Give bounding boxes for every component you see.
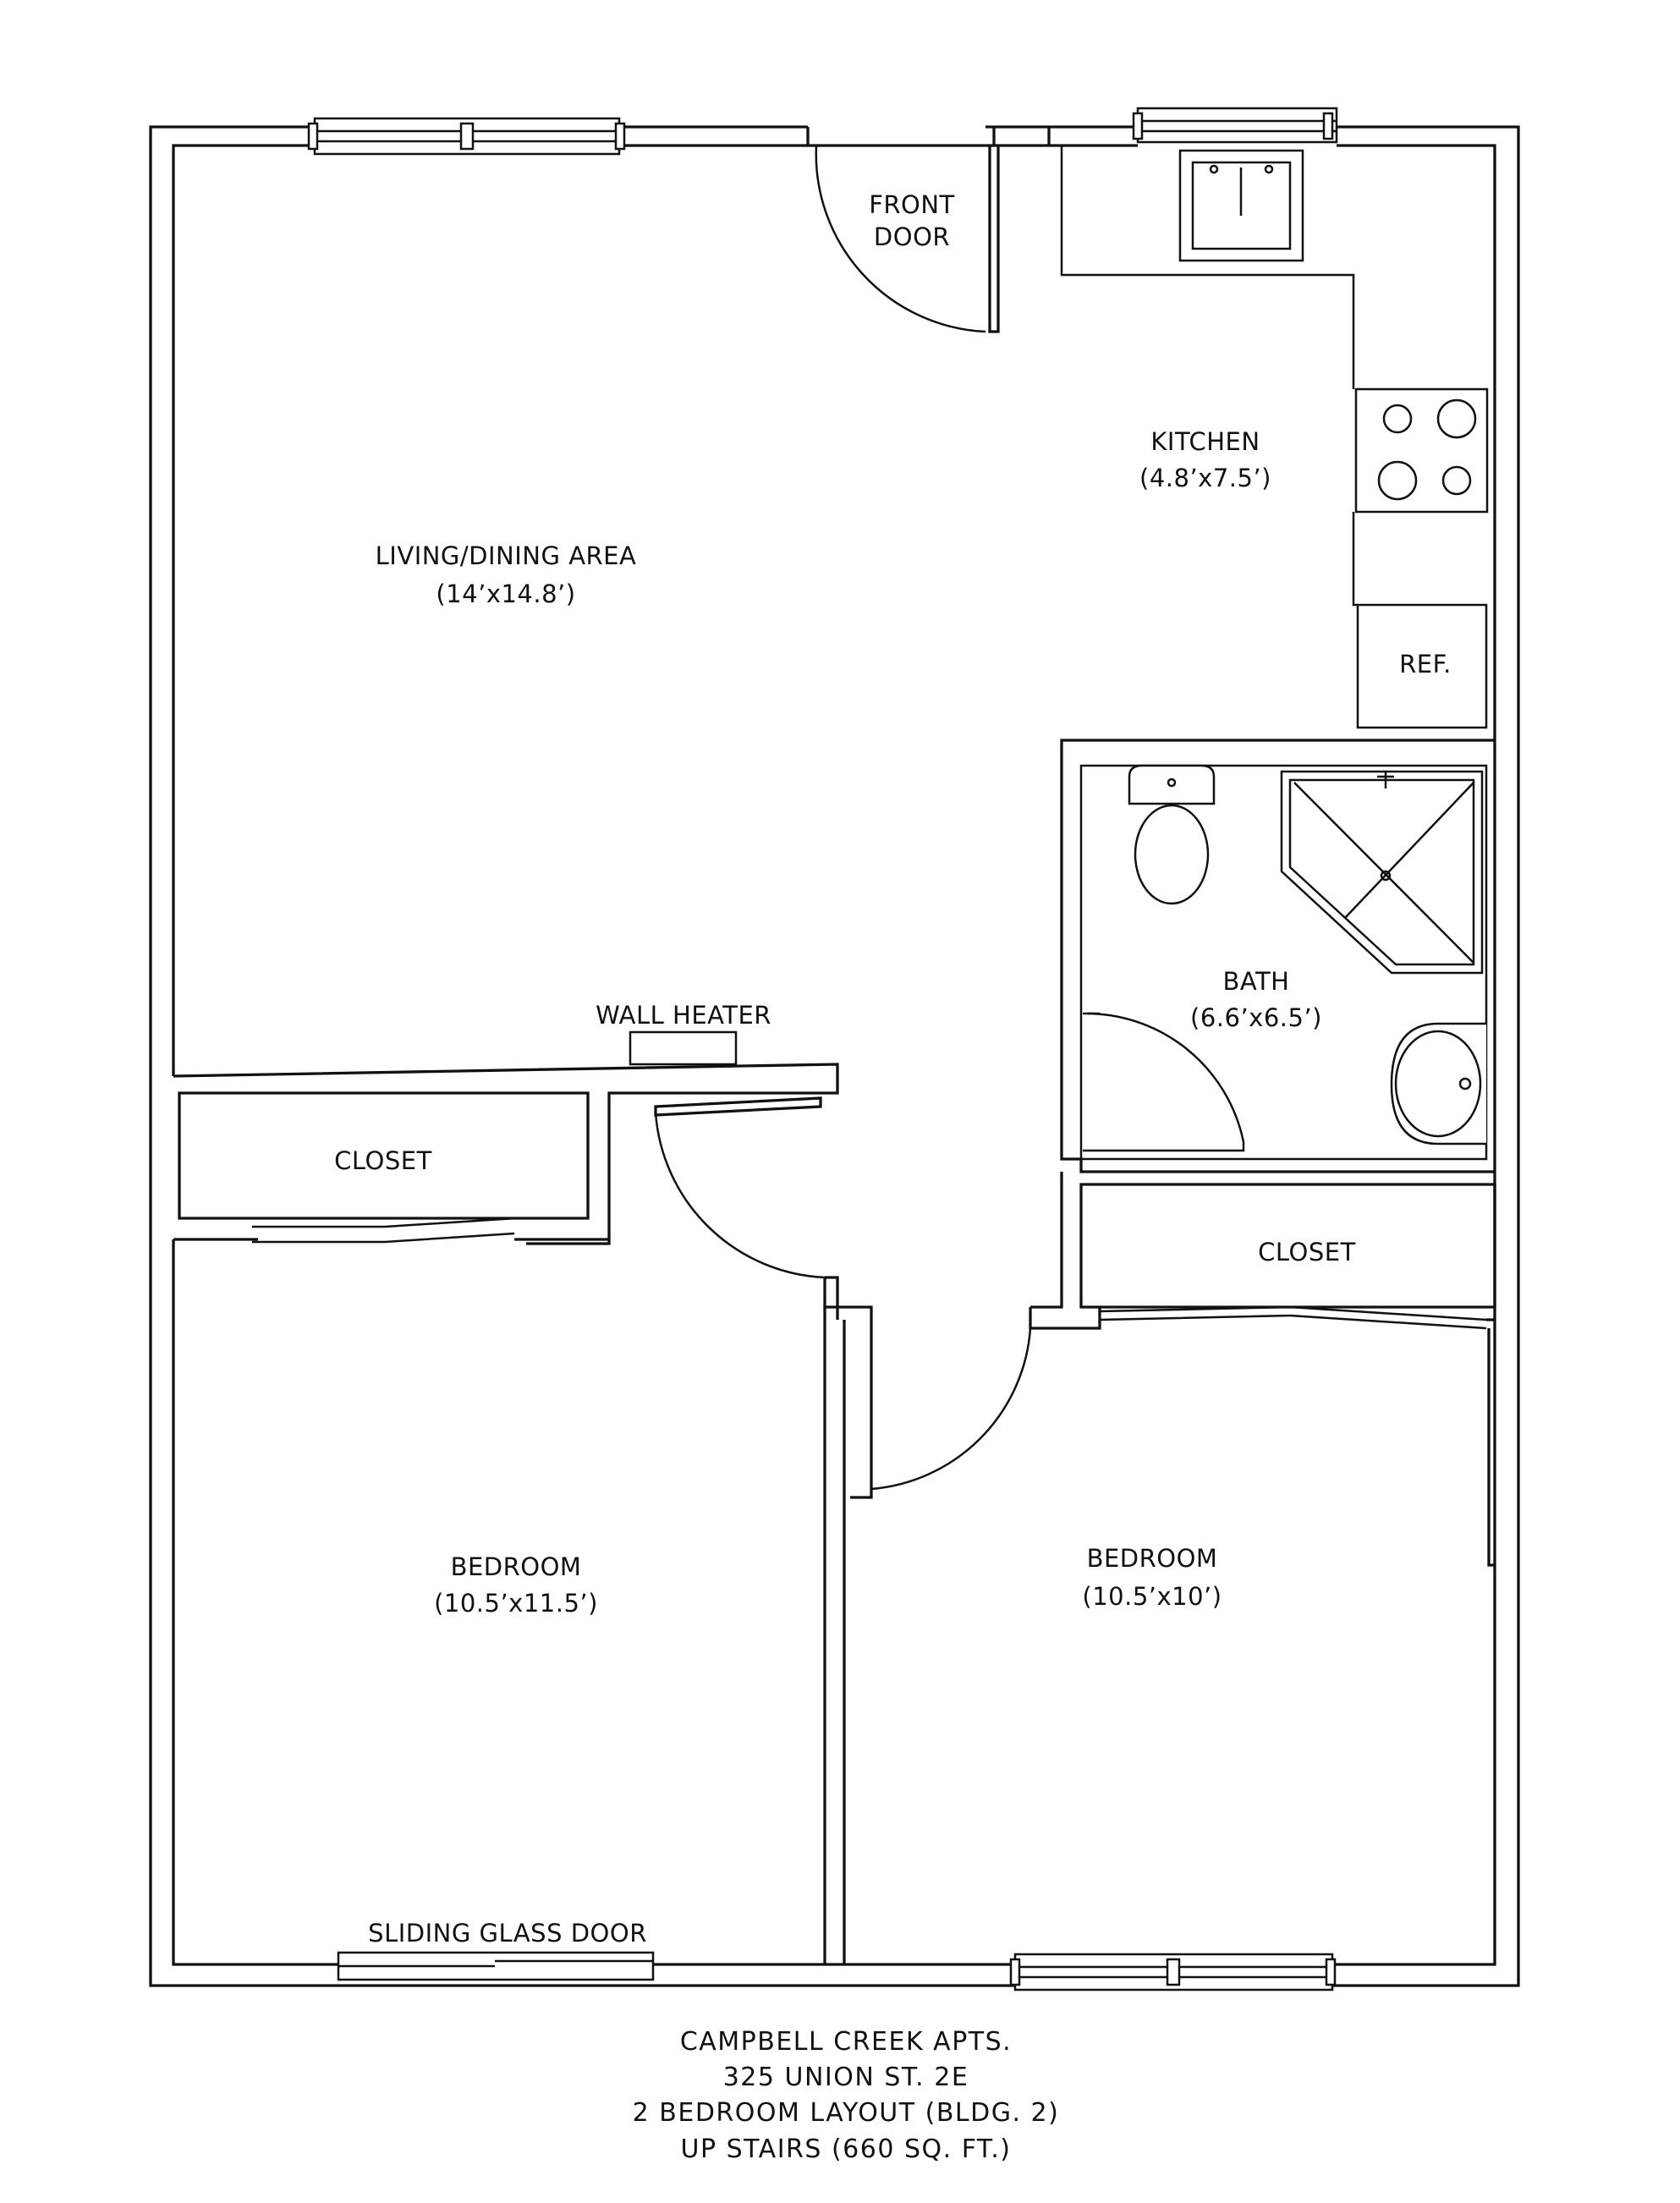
bath (1060, 739, 1495, 1173)
living-size: (14’x14.8’) (436, 580, 575, 608)
sliding-glass-door-label: SLIDING GLASS DOOR (368, 1919, 647, 1948)
front-door (806, 127, 1000, 333)
title-line-1: CAMPBELL CREEK APTS. (680, 2027, 1012, 2057)
front-door-label-line2: DOOR (874, 222, 950, 251)
title-line-3: 2 BEDROOM LAYOUT (BLDG. 2) (633, 2098, 1060, 2128)
title-line-2: 325 UNION ST. 2E (723, 2063, 969, 2092)
window-top-left (307, 117, 626, 156)
window-bottom-right (1009, 1953, 1337, 1991)
room-labels: FRONT DOOR KITCHEN (4.8’x7.5’) LIVING/DI… (334, 190, 1452, 1948)
sliding-glass-door (337, 1951, 655, 1981)
ref-label: REF. (1399, 650, 1452, 678)
bedroom-right-size: (10.5’x10’) (1082, 1582, 1222, 1611)
wall-heater-label: WALL HEATER (596, 1001, 771, 1030)
exterior-walls (149, 125, 1520, 1987)
interior-walls (173, 1063, 1496, 1964)
window-top-kitchen (1132, 107, 1338, 144)
title-line-4: UP STAIRS (660 SQ. FT.) (681, 2134, 1012, 2164)
closet-right-label: CLOSET (1258, 1238, 1356, 1266)
bedroom-left-label: BEDROOM (451, 1552, 582, 1581)
living-label: LIVING/DINING AREA (376, 541, 637, 570)
bedroom-left-size: (10.5’x11.5’) (434, 1589, 598, 1618)
stove-icon (1354, 387, 1489, 514)
kitchen-size: (4.8’x7.5’) (1139, 464, 1271, 492)
bath-size: (6.6’x6.5’) (1190, 1003, 1322, 1032)
bedroom-right-label: BEDROOM (1087, 1544, 1218, 1573)
refrigerator-icon (1356, 603, 1488, 729)
plan-title: CAMPBELL CREEK APTS. 325 UNION ST. 2E 2 … (633, 2027, 1060, 2164)
closet-left-label: CLOSET (334, 1146, 432, 1175)
front-door-label-line1: FRONT (869, 190, 955, 219)
kitchen-label: KITCHEN (1150, 427, 1260, 456)
wall-heater (629, 1030, 738, 1066)
kitchen (1060, 146, 1489, 729)
bath-label: BATH (1222, 967, 1289, 996)
